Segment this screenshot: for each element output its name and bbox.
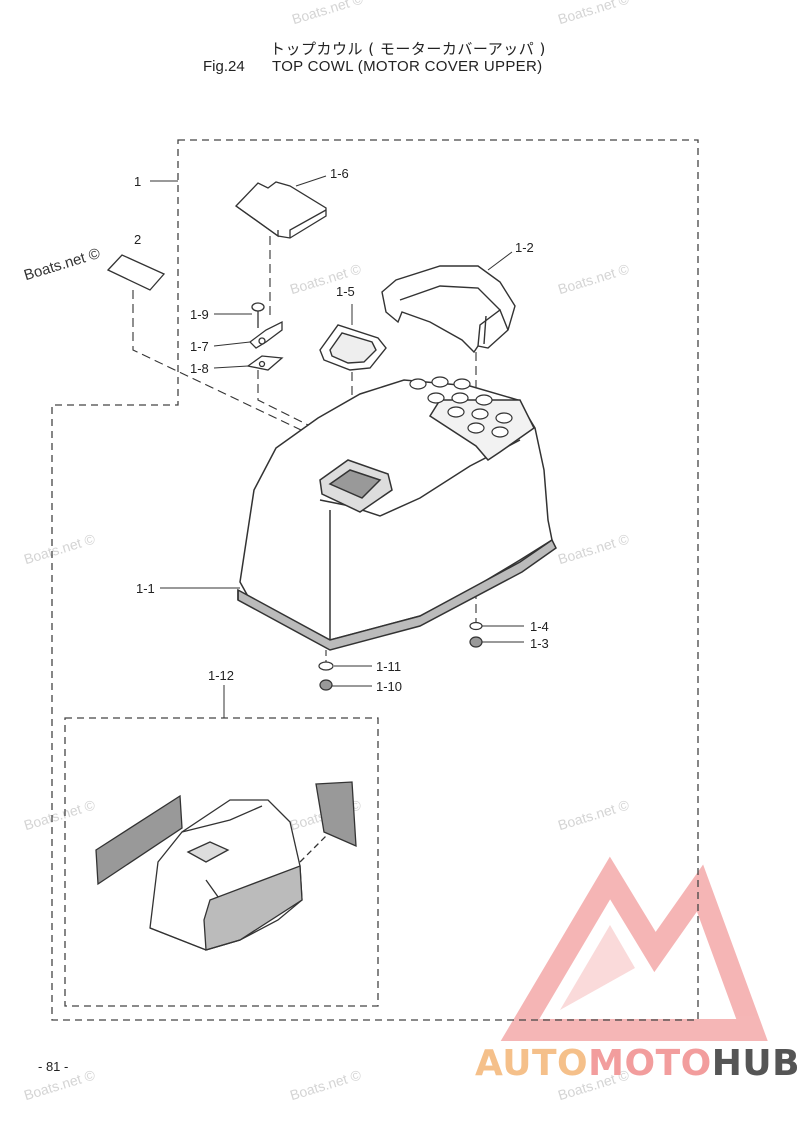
- part-1-9-bolt: [251, 302, 265, 328]
- figure-title: TOP COWL (MOTOR COVER UPPER): [272, 58, 543, 75]
- part-1-7-clip: [249, 320, 283, 349]
- leader-line: [257, 370, 323, 433]
- part-1-8-plate: [246, 355, 284, 371]
- logo-text-hub: HUB: [711, 1043, 800, 1084]
- logo-triangle: [500, 856, 768, 1041]
- label-1-7: 1-7: [190, 339, 209, 354]
- label-1-9: 1-9: [190, 307, 209, 322]
- label-1-3: 1-3: [530, 636, 549, 651]
- page-number: - 81 -: [38, 1059, 69, 1074]
- leader-line: [487, 251, 513, 271]
- part-2-decal: [106, 254, 166, 291]
- label-1-11: 1-11: [376, 659, 401, 674]
- label-1: 1: [134, 174, 141, 189]
- label-1-10: 1-10: [376, 679, 402, 694]
- cowl-stack-ports: [409, 376, 513, 438]
- decal-set-boundary: [64, 717, 379, 1007]
- part-1-10-nut: [319, 679, 333, 691]
- label-1-5: 1-5: [336, 284, 355, 299]
- label-1-8: 1-8: [190, 361, 209, 376]
- part-1-6-cover: [235, 181, 327, 239]
- part-1-12-decal-set: [95, 781, 357, 951]
- logo-text-moto: MOTO: [588, 1043, 712, 1084]
- leader-line: [213, 341, 251, 347]
- logo-text-auto: AUTO: [475, 1043, 589, 1084]
- figure-number: Fig.24: [203, 58, 245, 75]
- assembly-boundary: [51, 139, 699, 1021]
- label-1-1: 1-1: [136, 581, 155, 596]
- leader-line: [213, 365, 249, 369]
- leader-line: [295, 175, 327, 187]
- part-1-2-cap: [381, 265, 516, 354]
- automotohub-logo: AUTOMOTOHUB: [475, 1043, 800, 1084]
- part-1-11-washer: [318, 661, 334, 671]
- label-1-6: 1-6: [330, 166, 349, 181]
- part-1-5-grommet: [319, 324, 387, 371]
- part-1-3-nut: [469, 636, 483, 648]
- label-2: 2: [134, 232, 141, 247]
- label-1-4: 1-4: [530, 619, 549, 634]
- label-1-2: 1-2: [515, 240, 534, 255]
- part-1-4-washer: [469, 621, 483, 631]
- label-1-12: 1-12: [208, 668, 234, 683]
- figure-title-japanese: トップカウル ( モーターカバーアッパ ): [270, 40, 546, 58]
